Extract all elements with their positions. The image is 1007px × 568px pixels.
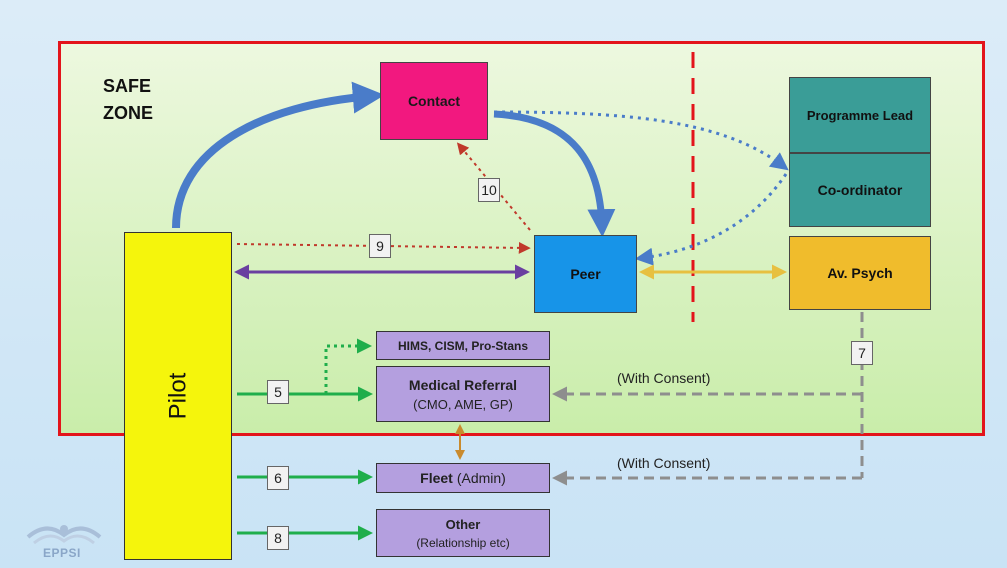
arrow-coordinator-to-peer <box>634 173 788 266</box>
arrow-contact-to-coordinator <box>493 110 789 171</box>
pilot-label: Pilot <box>164 372 191 420</box>
medical-referral-sub: (CMO, AME, GP) <box>413 396 513 412</box>
fleet-label: Fleet <box>420 470 453 486</box>
eppsi-logo-text: EPPSI <box>43 546 81 560</box>
other-box: Other (Relationship etc) <box>376 509 550 557</box>
step-number-9: 9 <box>369 234 391 258</box>
peer-box: Peer <box>534 235 637 313</box>
hims-box: HIMS, CISM, Pro-Stans <box>376 331 550 360</box>
step-number-8: 8 <box>267 526 289 550</box>
medical-referral-label: Medical Referral <box>408 376 518 393</box>
contact-box: Contact <box>380 62 488 140</box>
medical-referral-box: Medical Referral (CMO, AME, GP) <box>376 366 550 422</box>
arrow-peer-to-contact <box>456 142 531 231</box>
av-psych-box: Av. Psych <box>789 236 931 310</box>
safe-zone-title-line1: SAFE <box>103 76 152 96</box>
arrow-contact-to-peer <box>493 110 616 238</box>
arrow-pilot-to-contact <box>172 81 385 229</box>
other-label: Other <box>445 516 481 532</box>
programme-lead-box: Programme Lead <box>789 77 931 153</box>
pilot-box: Pilot <box>124 232 232 560</box>
arrow-pilot-to-peer-dotted <box>236 241 531 254</box>
arrow-to-hims <box>324 338 372 394</box>
safe-zone-title-line2: ZONE <box>103 103 154 123</box>
step-number-5: 5 <box>267 380 289 404</box>
coordinator-box: Co-ordinator <box>789 153 931 227</box>
consent-label-upper: (With Consent) <box>617 370 711 386</box>
step-number-10: 10 <box>478 178 500 202</box>
step-number-6: 6 <box>267 466 289 490</box>
fleet-box: Fleet (Admin) <box>376 463 550 493</box>
fleet-sub: (Admin) <box>456 470 506 486</box>
consent-label-lower: (With Consent) <box>617 455 711 471</box>
step-number-7: 7 <box>851 341 873 365</box>
other-sub: (Relationship etc) <box>416 535 510 550</box>
eppsi-logo <box>26 525 102 545</box>
